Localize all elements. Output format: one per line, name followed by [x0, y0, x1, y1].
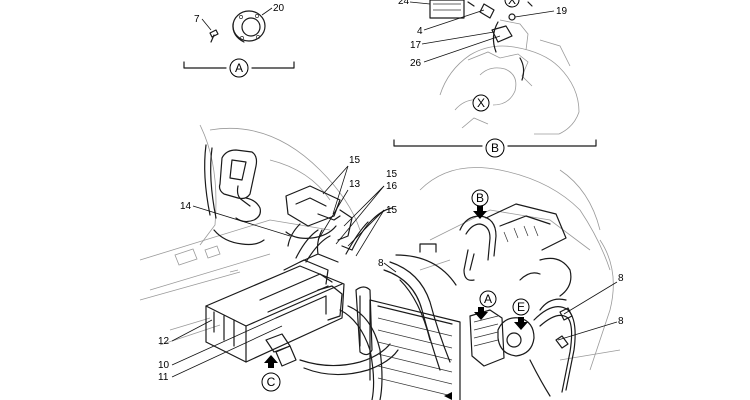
callout-19: 19 [556, 6, 568, 17]
main-assembly-view [139, 124, 621, 400]
detail-label-a-top: A [235, 61, 243, 75]
arrow-a-icon [474, 307, 488, 320]
arrow-bottom-icon [444, 392, 452, 400]
arrow-c-icon [264, 355, 278, 368]
callout-4: 4 [417, 26, 423, 37]
detail-marker-c [261, 372, 281, 392]
detail-label-c: C [267, 375, 276, 389]
detail-marker-a [479, 290, 497, 308]
arrow-e-icon [514, 317, 528, 330]
detail-a-view [183, 10, 295, 78]
callout-24: 24 [398, 0, 410, 7]
callout-10: 10 [158, 360, 170, 371]
callout-8-right-top: 8 [618, 273, 624, 284]
callout-11: 11 [158, 372, 169, 383]
callout-15-top: 15 [349, 155, 361, 166]
callout-15-mid: 15 [386, 169, 398, 180]
callout-15-low: 15 [386, 205, 398, 216]
callout-8-right-bottom: 8 [618, 316, 624, 327]
detail-label-x-upper: X [508, 0, 516, 7]
detail-label-b-top: B [491, 141, 499, 155]
detail-marker-b [471, 189, 489, 207]
callout-8-left: 8 [378, 258, 384, 269]
callout-20: 20 [273, 3, 285, 14]
detail-b-view [393, 0, 597, 158]
arrow-b-icon [473, 205, 487, 219]
callout-17: 17 [410, 40, 422, 51]
callout-16: 16 [386, 181, 398, 192]
callout-14: 14 [180, 201, 192, 212]
detail-label-e: E [517, 300, 525, 314]
detail-label-a-main: A [484, 292, 492, 306]
callout-12: 12 [158, 336, 170, 347]
detail-label-x-lower: X [477, 96, 485, 110]
callout-13: 13 [349, 179, 361, 190]
detail-label-b-main: B [476, 191, 484, 205]
detail-marker-e [512, 298, 530, 316]
callout-7: 7 [194, 14, 200, 25]
callout-26: 26 [410, 58, 422, 69]
